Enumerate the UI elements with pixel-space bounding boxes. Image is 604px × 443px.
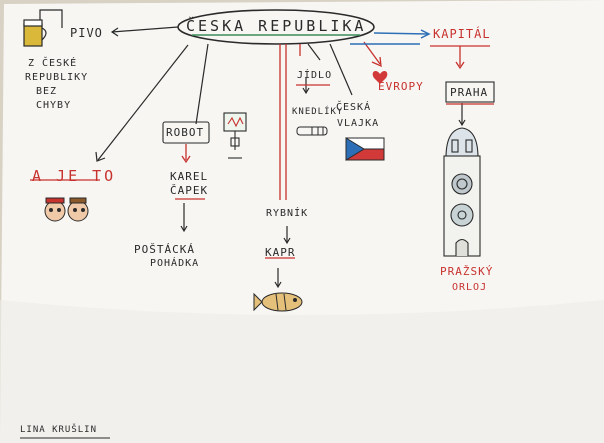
label-evropy: EVROPY <box>378 80 424 93</box>
paper-shadow <box>0 300 604 443</box>
title: ČESKA REPUBLIKA <box>186 17 367 35</box>
label-pohadka: POHÁDKA <box>150 258 200 269</box>
label-karel: KAREL <box>170 170 209 183</box>
knedliky-icon <box>296 126 328 136</box>
label-kapr: KAPR <box>265 246 296 259</box>
beer-mug-icon <box>23 19 47 47</box>
label-postacka: POŠTÁCKÁ <box>134 243 195 256</box>
label-kapital: KAPITÁL <box>433 27 491 41</box>
red-lines <box>30 41 465 259</box>
label-jidlo: JÍDLO <box>297 70 333 81</box>
czech-flag-icon <box>345 137 385 161</box>
pivo-note-2: REPUBLIKY <box>25 72 89 83</box>
pivo-note-1: Z ČESKÉ <box>28 58 78 69</box>
author-name: LINA KRUŠLIN <box>20 425 98 435</box>
robot-box <box>162 121 210 144</box>
label-orloj: ORLOJ <box>452 282 488 293</box>
robot-icon <box>223 112 247 159</box>
label-rybnik: RYBNÍK <box>266 208 309 219</box>
pat-and-mat-faces <box>44 197 89 222</box>
label-pivo: PIVO <box>70 26 103 40</box>
label-robot: ROBOT <box>166 126 205 139</box>
label-vlajka: VLAJKA <box>337 118 380 129</box>
label-prazsky: PRAŽSKÝ <box>440 265 494 278</box>
praha-box <box>445 81 495 103</box>
label-knedliky: KNEDLÍKY <box>292 107 344 117</box>
heart-icon <box>372 71 388 84</box>
label-a-je-to: A JE TO <box>32 167 117 185</box>
label-ceska: ČESKÁ <box>336 102 372 113</box>
label-praha: PRAHA <box>450 86 489 99</box>
blue-arrow <box>350 29 431 45</box>
label-capek: ČAPEK <box>170 184 209 197</box>
astronomical-clock-tower-icon <box>443 127 481 257</box>
carp-fish-icon <box>253 292 303 312</box>
branch-lines <box>39 9 466 289</box>
pivo-note-3: BEZ <box>36 86 58 97</box>
pivo-note-4: CHYBY <box>36 100 72 111</box>
